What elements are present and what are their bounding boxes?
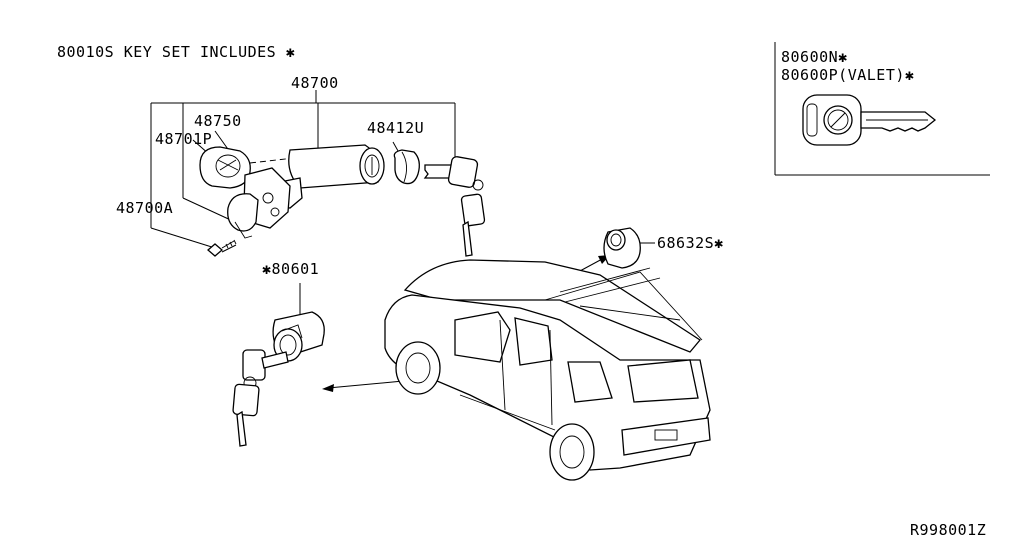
valet-key-icon <box>802 94 937 146</box>
callout-80601: ✱80601 <box>262 260 320 278</box>
ignition-lock-assembly <box>199 144 385 257</box>
callout-68632S: 68632S✱ <box>657 234 724 252</box>
suv-vehicle-illustration <box>384 259 711 481</box>
callout-48750: 48750 <box>194 112 242 130</box>
inset-label-80600P: 80600P(VALET)✱ <box>781 66 915 84</box>
key-cap-icon <box>393 149 420 185</box>
leader-48700 <box>150 90 456 249</box>
ignition-key-icon <box>423 156 486 257</box>
key-set-note: 80010S KEY SET INCLUDES ✱ <box>57 43 296 61</box>
door-lock-cylinder <box>232 283 325 447</box>
diagram-reference-code: R998001Z <box>910 521 987 539</box>
callout-48700: 48700 <box>291 74 339 92</box>
inset-label-80600N: 80600N✱ <box>781 48 848 66</box>
callout-48701P: 48701P <box>155 130 213 148</box>
callout-48412U: 48412U <box>367 119 425 137</box>
callout-48700A: 48700A <box>116 199 174 217</box>
inset-frame <box>774 42 990 176</box>
back-door-lock-icon <box>603 227 655 269</box>
